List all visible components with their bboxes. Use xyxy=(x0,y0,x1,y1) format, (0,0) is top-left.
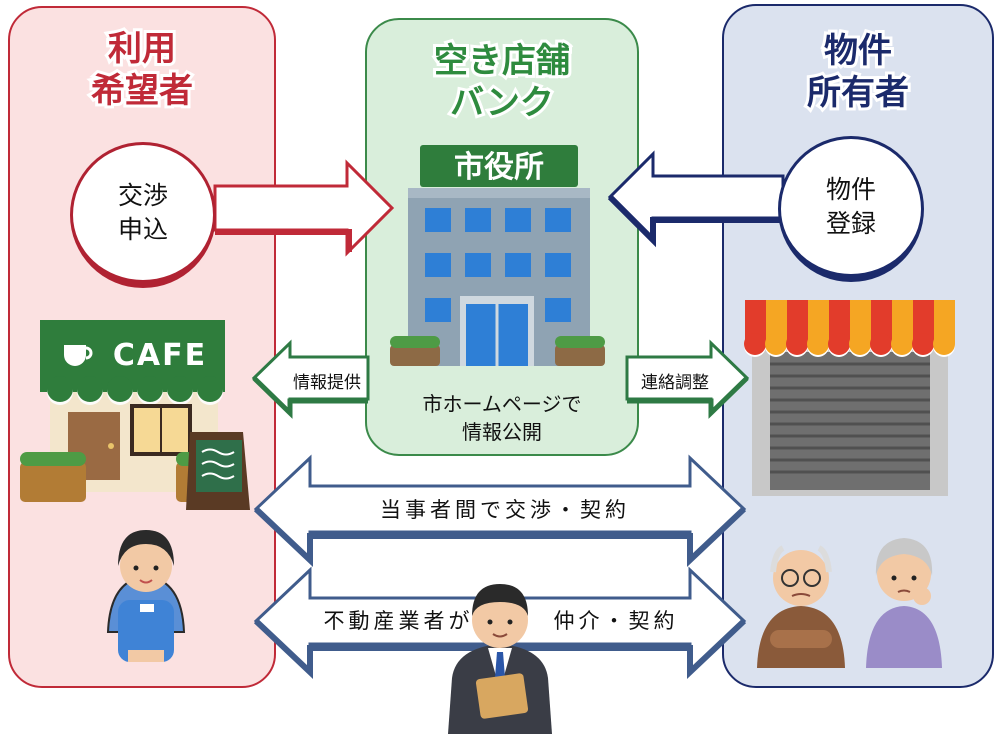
contact-arrow-label: 連絡調整 xyxy=(641,373,709,393)
broker-band-label: 不動産業者が 仲介・契約 xyxy=(296,605,706,635)
owner-title-line: 物件 xyxy=(821,28,895,74)
user-title: 利用 希望者 xyxy=(8,26,276,114)
city-hall-sign: 市役所 xyxy=(454,150,544,185)
bank-title-line: バンク xyxy=(447,80,557,126)
broker-band-prefix: 不動産業者が xyxy=(323,609,474,633)
cafe-icon: CAFE xyxy=(20,320,250,510)
apply-arrow xyxy=(213,159,395,257)
register-circle: 物件 登録 xyxy=(778,136,924,282)
negotiation-band xyxy=(253,454,747,564)
bank-caption-line: 情報公開 xyxy=(462,420,542,444)
info-arrow-label: 情報提供 xyxy=(293,373,361,393)
shuttered-shop-icon xyxy=(744,300,955,496)
owner-title: 物件 所有者 xyxy=(722,28,994,116)
elderly-couple-icon xyxy=(757,538,942,668)
broker-band-suffix: 仲介・契約 xyxy=(553,609,679,633)
owner-title-line: 所有者 xyxy=(804,70,912,116)
apply-circle: 交渉 申込 xyxy=(70,142,216,288)
apply-circle-line: 交渉 xyxy=(117,180,168,210)
bank-title: 空き店舗 バンク xyxy=(365,38,639,126)
city-hall-icon: 市役所 xyxy=(390,145,605,366)
bank-title-line: 空き店舗 xyxy=(431,38,573,84)
bank-caption-line: 市ホームページで xyxy=(422,392,582,416)
bank-caption: 市ホームページで 情報公開 xyxy=(365,390,639,446)
user-title-line: 利用 xyxy=(105,26,179,72)
businessman-icon xyxy=(448,584,552,734)
woman-staff-icon xyxy=(106,530,186,662)
user-title-line: 希望者 xyxy=(88,68,196,114)
cafe-sign: CAFE xyxy=(113,338,207,373)
negotiation-band-label: 当事者間で交渉・契約 xyxy=(380,498,630,522)
apply-circle-line: 申込 xyxy=(117,214,168,244)
register-circle-line: 登録 xyxy=(825,208,876,238)
register-circle-line: 物件 xyxy=(825,174,876,204)
